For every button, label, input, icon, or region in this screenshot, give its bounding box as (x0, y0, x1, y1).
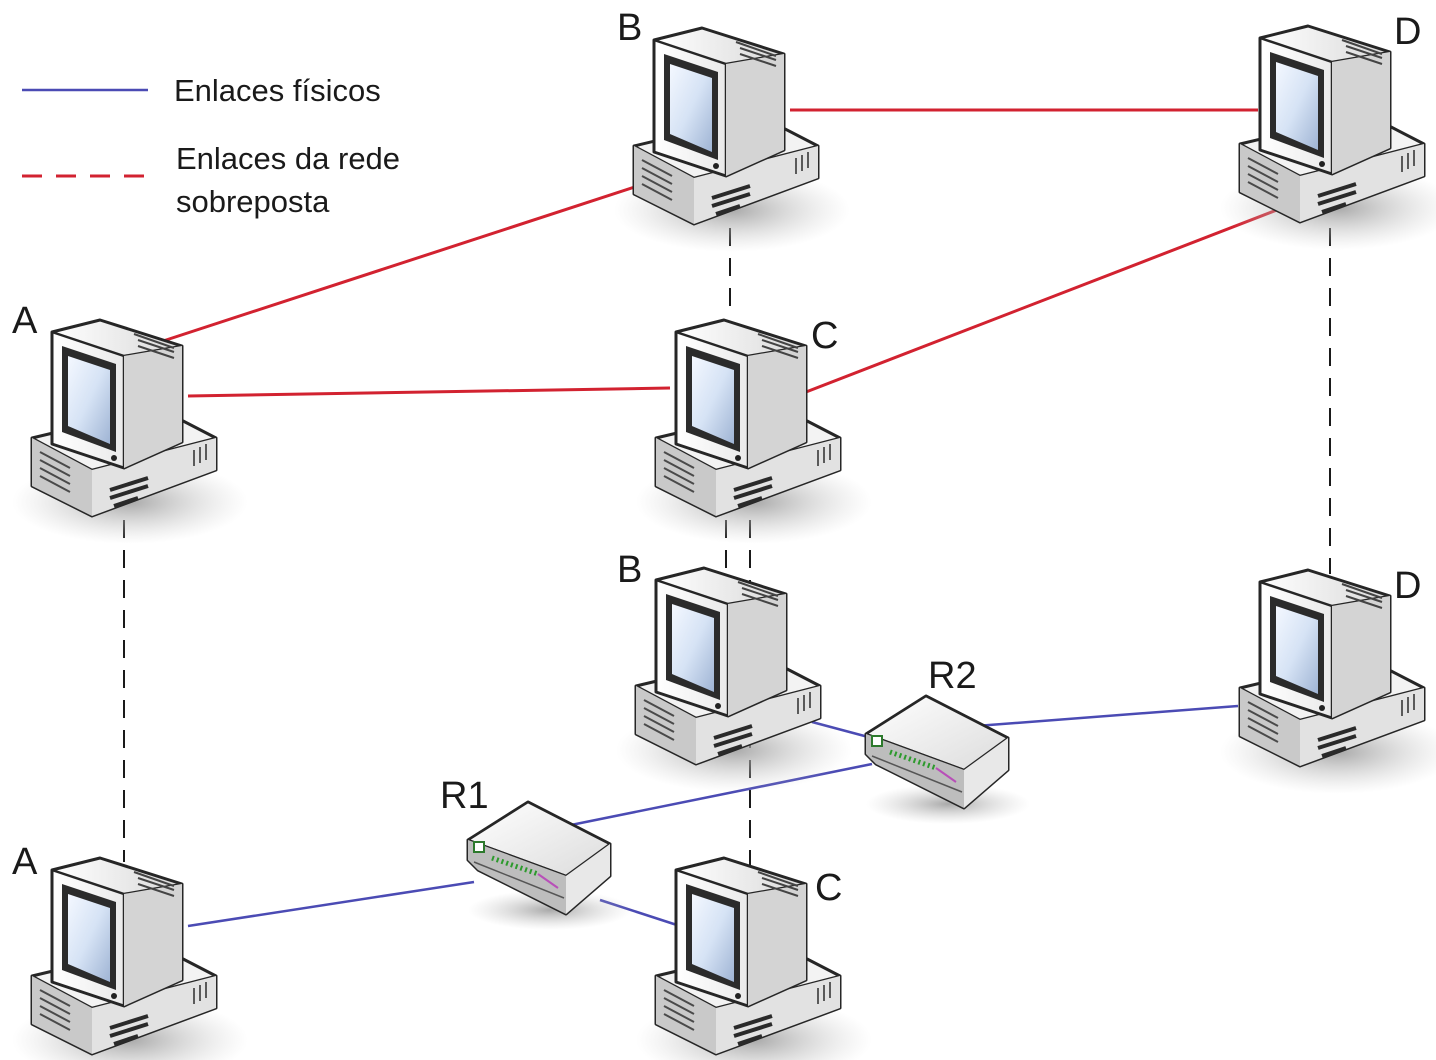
overlay-host-d: D (1218, 11, 1436, 252)
host-label: B (617, 7, 642, 49)
overlay-host-c: C (634, 315, 874, 546)
overlay-host-b: B (612, 7, 852, 254)
desktop-computer-icon (10, 856, 250, 1060)
overlay-link-a-b (159, 180, 651, 344)
overlay-link-c-d (805, 206, 1283, 394)
legend: Enlaces físicos Enlaces da rede sobrepos… (22, 73, 400, 219)
router-r2: R2 (866, 655, 1030, 824)
physical-host-b: B (614, 549, 854, 794)
overlay-network-links (159, 108, 1283, 398)
desktop-computer-icon (1218, 24, 1436, 252)
overlay-host-a: A (10, 300, 250, 546)
host-label: D (1394, 11, 1421, 53)
physical-host-d: D (1218, 565, 1436, 796)
host-label: C (815, 867, 842, 909)
physical-host-a: A (10, 841, 250, 1060)
host-label: C (811, 315, 838, 357)
desktop-computer-icon (614, 566, 854, 794)
legend-overlay-label-continued: sobreposta (176, 184, 330, 219)
physical-link-r2-d (975, 704, 1239, 728)
host-label: A (12, 300, 38, 342)
desktop-computer-icon (10, 318, 250, 546)
physical-host-c: C (634, 856, 874, 1060)
legend-physical-label: Enlaces físicos (174, 73, 381, 108)
router-label: R2 (928, 655, 977, 697)
router-icon (468, 802, 632, 930)
router-r1: R1 (440, 775, 632, 930)
overlay-link-a-c (187, 386, 671, 398)
host-label: D (1394, 565, 1421, 607)
legend-overlay-label: Enlaces da rede (176, 141, 400, 176)
router-icon (866, 696, 1030, 824)
router-label: R1 (440, 775, 489, 817)
physical-link-a-r1 (187, 880, 475, 928)
host-label: A (12, 841, 38, 883)
host-label: B (617, 549, 642, 591)
desktop-computer-icon (612, 26, 852, 254)
